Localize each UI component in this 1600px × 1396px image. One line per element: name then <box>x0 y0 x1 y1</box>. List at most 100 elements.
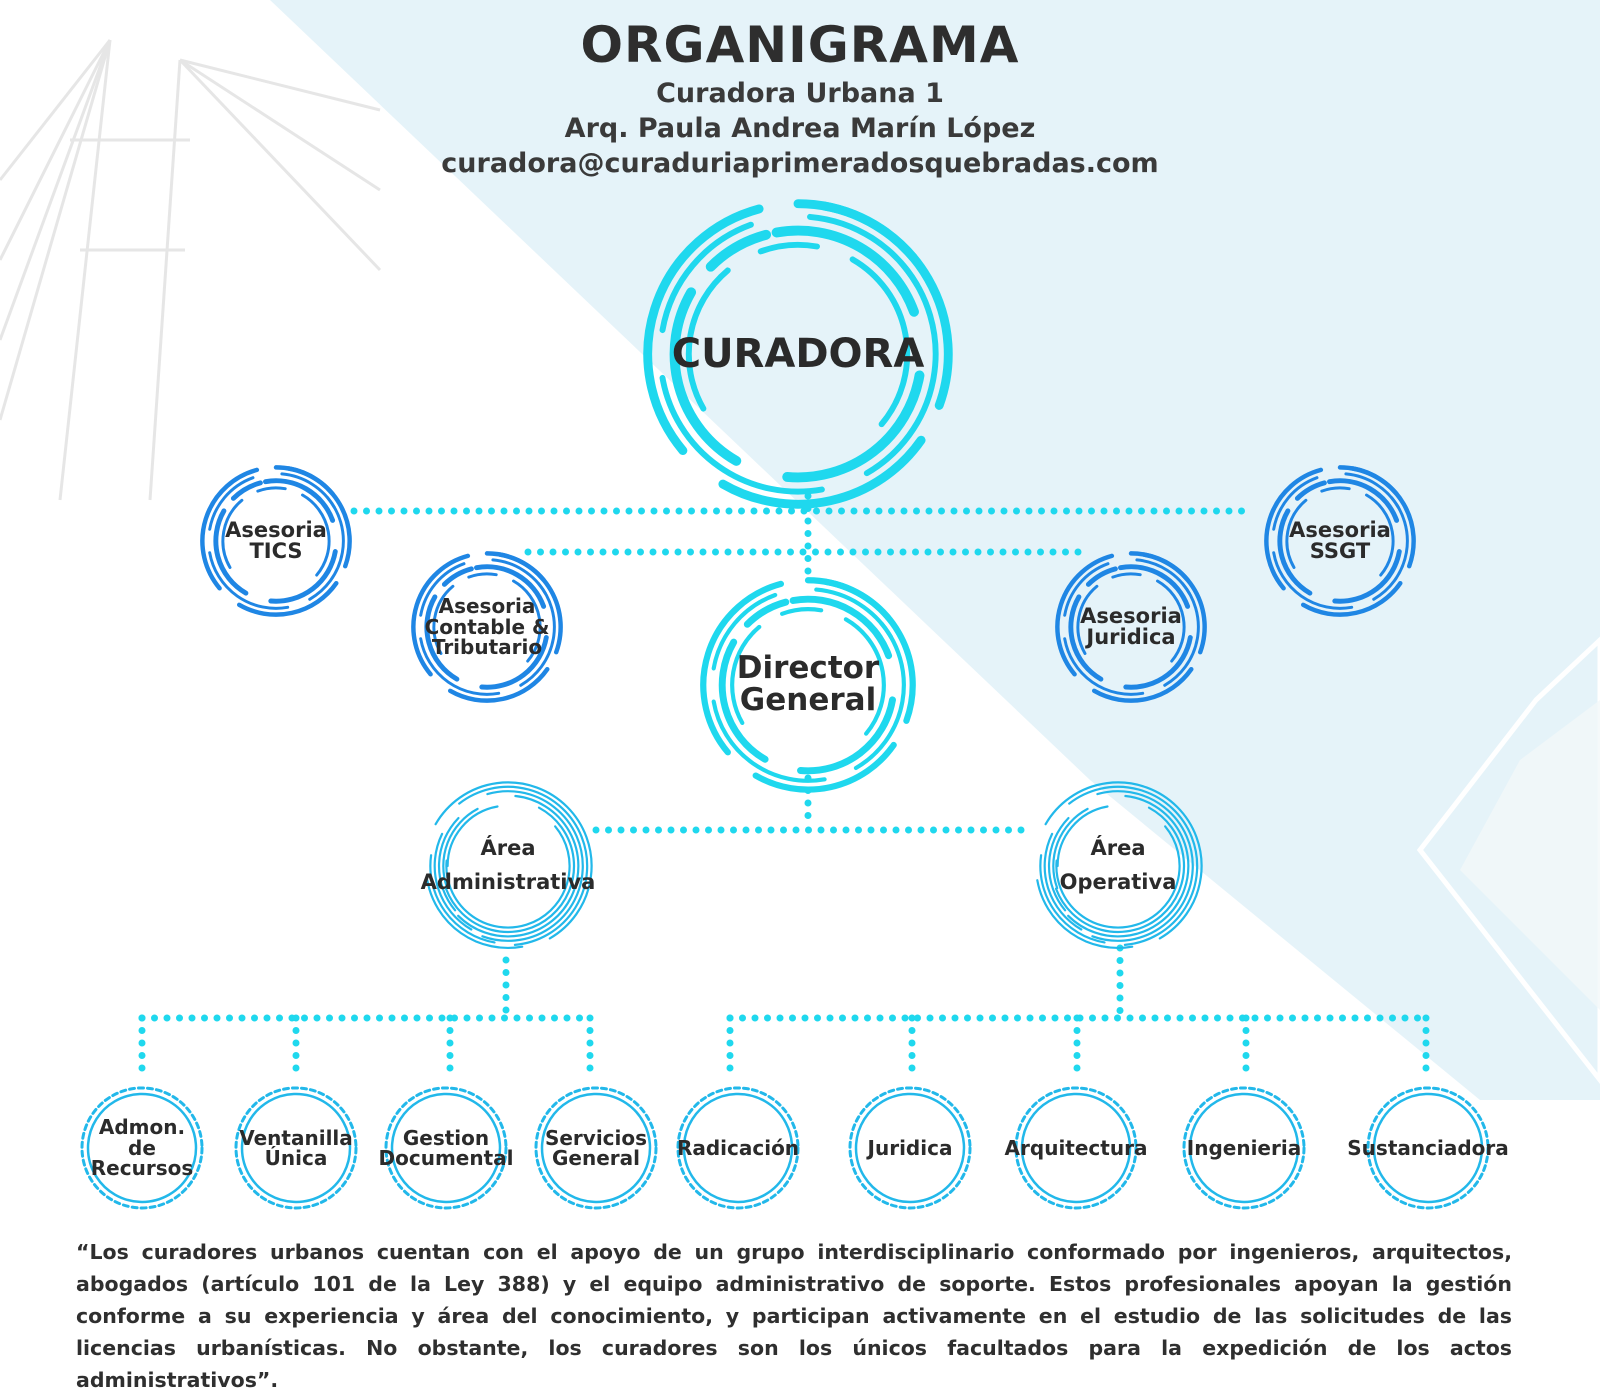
node-director-general: Director General <box>688 574 928 796</box>
ring-arc <box>432 584 455 655</box>
ring-arc <box>1366 1086 1490 1210</box>
page-title: ORGANIGRAMA <box>580 16 1020 74</box>
ring-arc <box>1372 1092 1484 1204</box>
ring-arc <box>447 666 550 703</box>
ring-arc <box>669 287 742 466</box>
ring-arc <box>797 696 896 775</box>
ring-arc <box>512 579 542 663</box>
ring-arc <box>534 1086 658 1210</box>
ring-decoration <box>700 577 916 793</box>
ring-arc <box>789 595 893 660</box>
ring-arc <box>419 637 501 696</box>
ring-arc <box>1156 579 1186 663</box>
ring-arc <box>1055 553 1115 677</box>
ring-arc <box>446 805 499 868</box>
ring-arc <box>643 204 764 456</box>
ring-arc <box>426 879 524 950</box>
ring-arc <box>411 553 471 677</box>
ring-arc <box>814 587 894 640</box>
node-admon-recursos: Admon. de Recursos <box>80 1086 204 1210</box>
ring-arc <box>540 1092 652 1204</box>
ring-arc <box>1039 854 1106 944</box>
ring-arc <box>1285 498 1308 569</box>
ring-arc <box>685 267 731 412</box>
ring-arc <box>1047 817 1070 912</box>
ring-arc <box>273 465 335 496</box>
ring-arc <box>682 1092 794 1204</box>
node-gestion-documental: Gestion Documental <box>379 1086 514 1210</box>
node-label: Área Operativa <box>1059 836 1177 894</box>
ring-decoration <box>80 1086 204 1210</box>
ring-arc <box>793 199 918 262</box>
ring-arc <box>1068 785 1199 946</box>
node-label: Área Administrativa <box>420 836 596 894</box>
ring-arc <box>1036 879 1134 950</box>
node-label: Asesoria TICS <box>225 517 327 563</box>
ring-decoration <box>411 551 563 703</box>
ring-arc <box>1054 806 1186 934</box>
ring-arc <box>676 1086 800 1210</box>
ring-arc <box>700 580 785 756</box>
ring-arc <box>1372 496 1409 601</box>
ring-arc <box>782 370 925 483</box>
node-label: CURADORA <box>671 330 925 377</box>
node-label: Gestion Documental <box>378 1125 514 1170</box>
ring-arc <box>234 1086 358 1210</box>
ring-arc <box>1294 480 1327 501</box>
ring-arc <box>1044 781 1203 940</box>
subtitle: Curadora Urbana 1 <box>656 78 944 109</box>
ring-arc <box>853 621 906 771</box>
ring-arc <box>479 635 549 690</box>
ring-arc <box>256 486 287 493</box>
ring-arc <box>230 480 263 501</box>
ring-arc <box>1182 1086 1306 1210</box>
ring-arc <box>711 699 827 783</box>
ring-arc <box>1277 508 1313 596</box>
ring-arc <box>445 825 571 929</box>
ring-decoration <box>426 781 593 950</box>
ring-arc <box>240 1092 352 1204</box>
ring-arc <box>80 1086 204 1210</box>
ring-arc <box>1063 637 1145 696</box>
ring-arc <box>1111 572 1142 579</box>
ring-arc <box>1055 825 1181 929</box>
node-curadora: CURADORA <box>638 196 958 512</box>
bridge-watermark <box>0 39 382 501</box>
ring-arc <box>424 594 460 682</box>
ring-arc <box>1188 1092 1300 1204</box>
ring-decoration <box>676 1086 800 1210</box>
ring-arc <box>1300 580 1403 617</box>
ring-decoration <box>643 199 953 509</box>
ring-arc <box>458 785 589 946</box>
ring-decoration <box>200 465 352 617</box>
node-label: Radicación <box>676 1135 800 1160</box>
ring-arc <box>1068 594 1104 682</box>
node-area-administrativa: Área Administrativa <box>420 778 596 954</box>
node-label: Juridica <box>867 1135 953 1160</box>
ring-arc <box>1123 635 1193 690</box>
ring-arc <box>384 1086 508 1210</box>
ring-arc <box>208 476 255 531</box>
ring-arc <box>441 566 474 587</box>
ring-arc <box>849 256 911 428</box>
node-label: Servicios General <box>544 1125 648 1170</box>
ring-arc <box>433 832 473 931</box>
ring-arc <box>1118 564 1191 609</box>
node-arquitectura: Arquitectura <box>1005 1086 1147 1210</box>
ring-arc <box>442 807 479 890</box>
diamond-watermark-fill <box>1460 700 1600 1010</box>
node-sustanciadora: Sustanciadora <box>1347 1086 1509 1210</box>
ring-arc <box>863 262 939 477</box>
ring-decoration <box>534 1086 658 1210</box>
node-area-operativa: Área Operativa <box>1030 778 1206 954</box>
ring-arc <box>1264 467 1324 591</box>
ring-arc <box>1067 794 1190 938</box>
email: curadora@curaduriaprimeradosquebradas.co… <box>441 148 1159 179</box>
ring-arc <box>301 493 331 577</box>
ring-arc <box>481 790 584 942</box>
ring-arc <box>1085 566 1118 587</box>
node-label: Arquitectura <box>1004 1135 1148 1160</box>
ring-arc <box>1344 472 1400 509</box>
ring-arc <box>807 213 921 289</box>
